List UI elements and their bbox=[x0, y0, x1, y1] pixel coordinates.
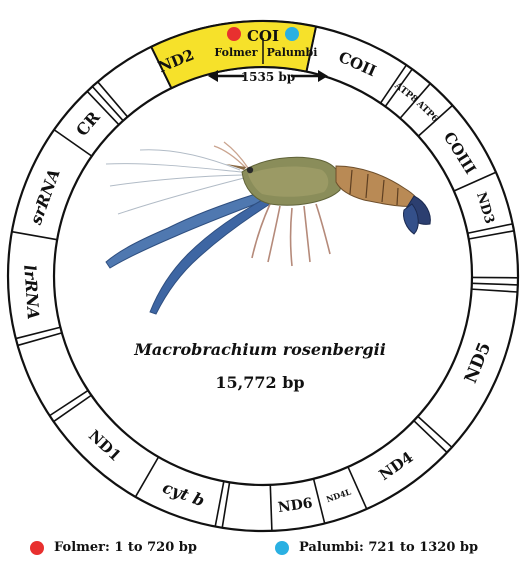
legend: Folmer: 1 to 720 bp Palumbi: 721 to 1320… bbox=[0, 540, 520, 564]
species-name: Macrobrachium rosenbergii bbox=[0, 340, 520, 359]
legend-folmer: Folmer: 1 to 720 bp bbox=[30, 540, 197, 555]
blue-dot-icon bbox=[275, 541, 289, 555]
red-dot-icon bbox=[30, 541, 44, 555]
mitogenome-diagram: COICOIIATP8ATP6COIIIND3ND5ND4ND4LND6cyt … bbox=[0, 0, 520, 540]
ring-inner bbox=[54, 67, 472, 485]
palumbi-marker bbox=[285, 27, 299, 41]
coi-folmer-sublabel: Folmer bbox=[214, 46, 257, 59]
legend-palumbi: Palumbi: 721 to 1320 bp bbox=[275, 540, 478, 555]
folmer-marker bbox=[227, 27, 241, 41]
coi-span-label: 1535 bp bbox=[241, 70, 295, 84]
coi-palumbi-sublabel: Palumbi bbox=[267, 46, 318, 59]
genome-ring bbox=[8, 21, 518, 531]
gene-label-lrrna: lrRNA bbox=[20, 264, 43, 320]
legend-folmer-label: Folmer: 1 to 720 bp bbox=[54, 540, 197, 555]
genome-size: 15,772 bp bbox=[0, 373, 520, 392]
legend-palumbi-label: Palumbi: 721 to 1320 bp bbox=[299, 540, 478, 555]
